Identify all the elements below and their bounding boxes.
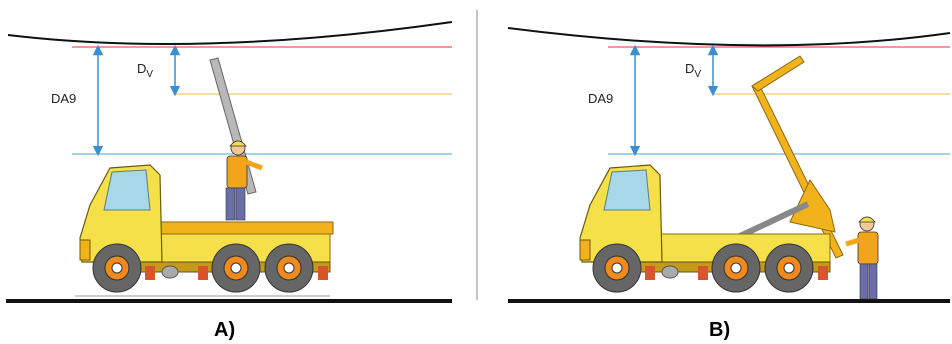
cab-window <box>604 170 650 210</box>
power-line <box>8 22 452 44</box>
hook-tip <box>752 56 804 91</box>
power-line <box>508 28 950 45</box>
wheel <box>712 244 760 292</box>
caption-a: A) <box>214 319 235 341</box>
truck-b <box>580 165 830 292</box>
truck-bed <box>158 222 333 234</box>
wheel <box>593 244 641 292</box>
dv-label: DV <box>137 61 153 80</box>
worker-b <box>846 217 878 299</box>
wheel <box>265 244 313 292</box>
hook-arm <box>752 82 843 258</box>
cab-window <box>104 170 150 210</box>
wheel <box>765 244 813 292</box>
wheel <box>93 244 141 292</box>
dv-label: DV <box>685 61 701 80</box>
truck-a <box>80 165 333 292</box>
caption-b: B) <box>709 319 730 341</box>
panel-b: DA9 DV <box>508 28 950 341</box>
da9-label: DA9 <box>588 91 613 106</box>
panel-a: DA9 DV <box>6 22 452 341</box>
da9-label: DA9 <box>51 91 76 106</box>
wheel <box>212 244 260 292</box>
